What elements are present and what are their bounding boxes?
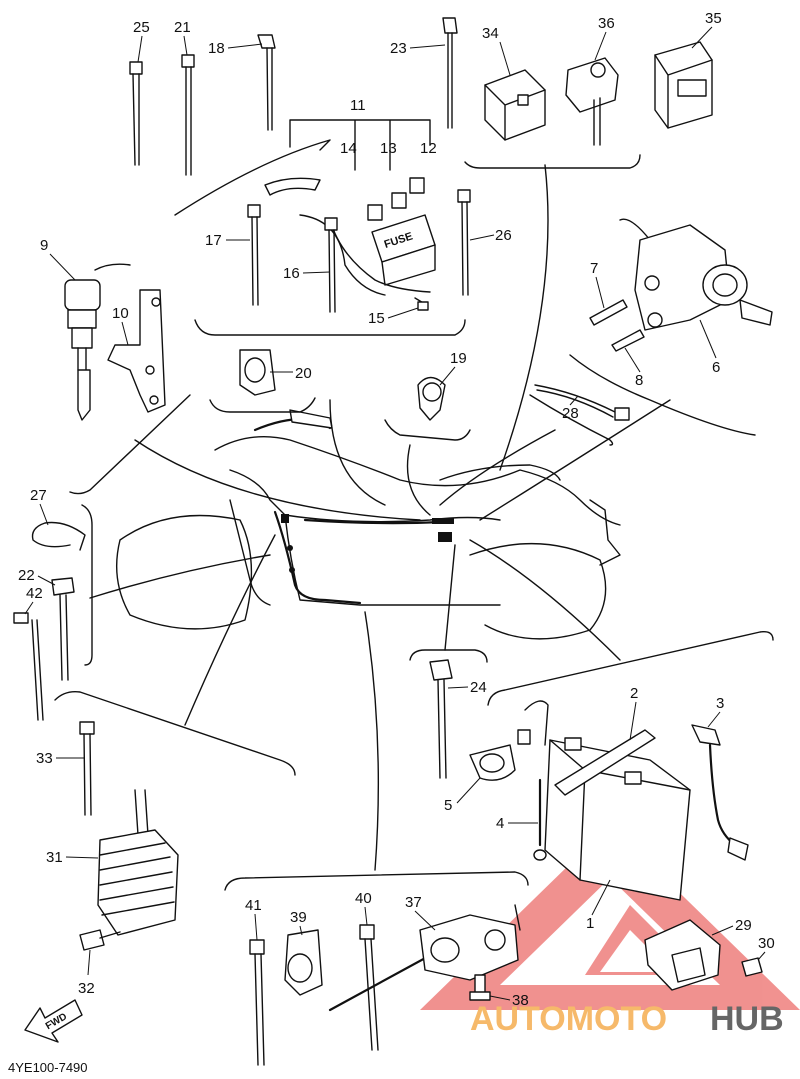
callouts: 25 21 18 11 14 13 12 23 34 36 35 26 17 1… [18,10,775,1009]
callout-35: 35 [705,10,722,27]
relay-34 [484,69,546,141]
rectifier-31 [79,789,179,951]
callout-25: 25 [133,19,150,36]
tie-25 [129,61,143,166]
relay-29 [644,919,763,991]
callout-1: 1 [586,915,594,932]
callout-14: 14 [340,140,357,157]
tie-21 [181,54,195,176]
callout-36: 36 [598,15,615,32]
lead-4 [517,700,549,861]
callout-20: 20 [295,365,312,382]
callout-30: 30 [758,935,775,952]
tie-22 [51,577,75,681]
callout-28: 28 [562,405,579,422]
callout-5: 5 [444,797,452,814]
clamp-20 [239,349,276,396]
callout-23: 23 [390,40,407,57]
callout-9: 9 [40,237,48,254]
callout-12: 12 [420,140,437,157]
callout-10: 10 [112,305,129,322]
switch-9 [64,263,131,421]
callout-29: 29 [735,917,752,934]
watermark-text-2: HUB [710,1000,784,1038]
battery-1 [544,729,691,901]
callout-21: 21 [174,19,191,36]
callout-3: 3 [716,695,724,712]
clamp-5 [469,744,516,781]
callout-8: 8 [635,372,643,389]
relay-35 [654,41,713,129]
main-switch-6 [589,218,773,352]
callout-32: 32 [78,980,95,997]
callout-33: 33 [36,750,53,767]
sensor-37 [328,904,521,1012]
callout-16: 16 [283,265,300,282]
motorcycle-outline [115,409,621,640]
band-42 [13,612,44,721]
callout-34: 34 [482,25,499,42]
tie-24 [429,659,453,779]
callout-11: 11 [350,97,366,114]
callout-27: 27 [30,487,47,504]
callout-24: 24 [470,679,487,696]
callout-22: 22 [18,567,35,584]
callout-2: 2 [630,685,638,702]
clamp-39 [284,929,323,996]
callout-41: 41 [245,897,262,914]
callout-4: 4 [496,815,504,832]
callout-7: 7 [590,260,598,277]
forward-arrow-icon: FWD [24,999,83,1043]
callout-42: 42 [26,585,43,602]
diagram-code: 4YE100-7490 [8,1060,88,1075]
callout-18: 18 [208,40,225,57]
callout-13: 13 [380,140,397,157]
callout-38: 38 [512,992,529,1009]
lead-3 [691,724,749,861]
watermark-text: AUTOMOTO HUB [470,1000,784,1038]
band-23 [442,17,458,129]
clip-27 [31,521,86,551]
tie-41 [249,939,265,1066]
clamp-19 [417,376,446,421]
band-18 [257,34,276,131]
callout-19: 19 [450,350,467,367]
callout-39: 39 [290,909,307,926]
callout-40: 40 [355,890,372,907]
tie-33 [79,721,95,816]
callout-6: 6 [712,359,720,376]
callout-15: 15 [368,310,385,327]
callout-26: 26 [495,227,512,244]
band-28 [534,384,630,421]
callout-17: 17 [205,232,222,249]
fuse-group: FUSE [247,119,471,313]
relay-36 [565,57,619,146]
watermark-text-1: AUTOMOTO [470,1000,667,1038]
group-boundaries [54,139,774,891]
callout-31: 31 [46,849,63,866]
callout-37: 37 [405,894,422,911]
